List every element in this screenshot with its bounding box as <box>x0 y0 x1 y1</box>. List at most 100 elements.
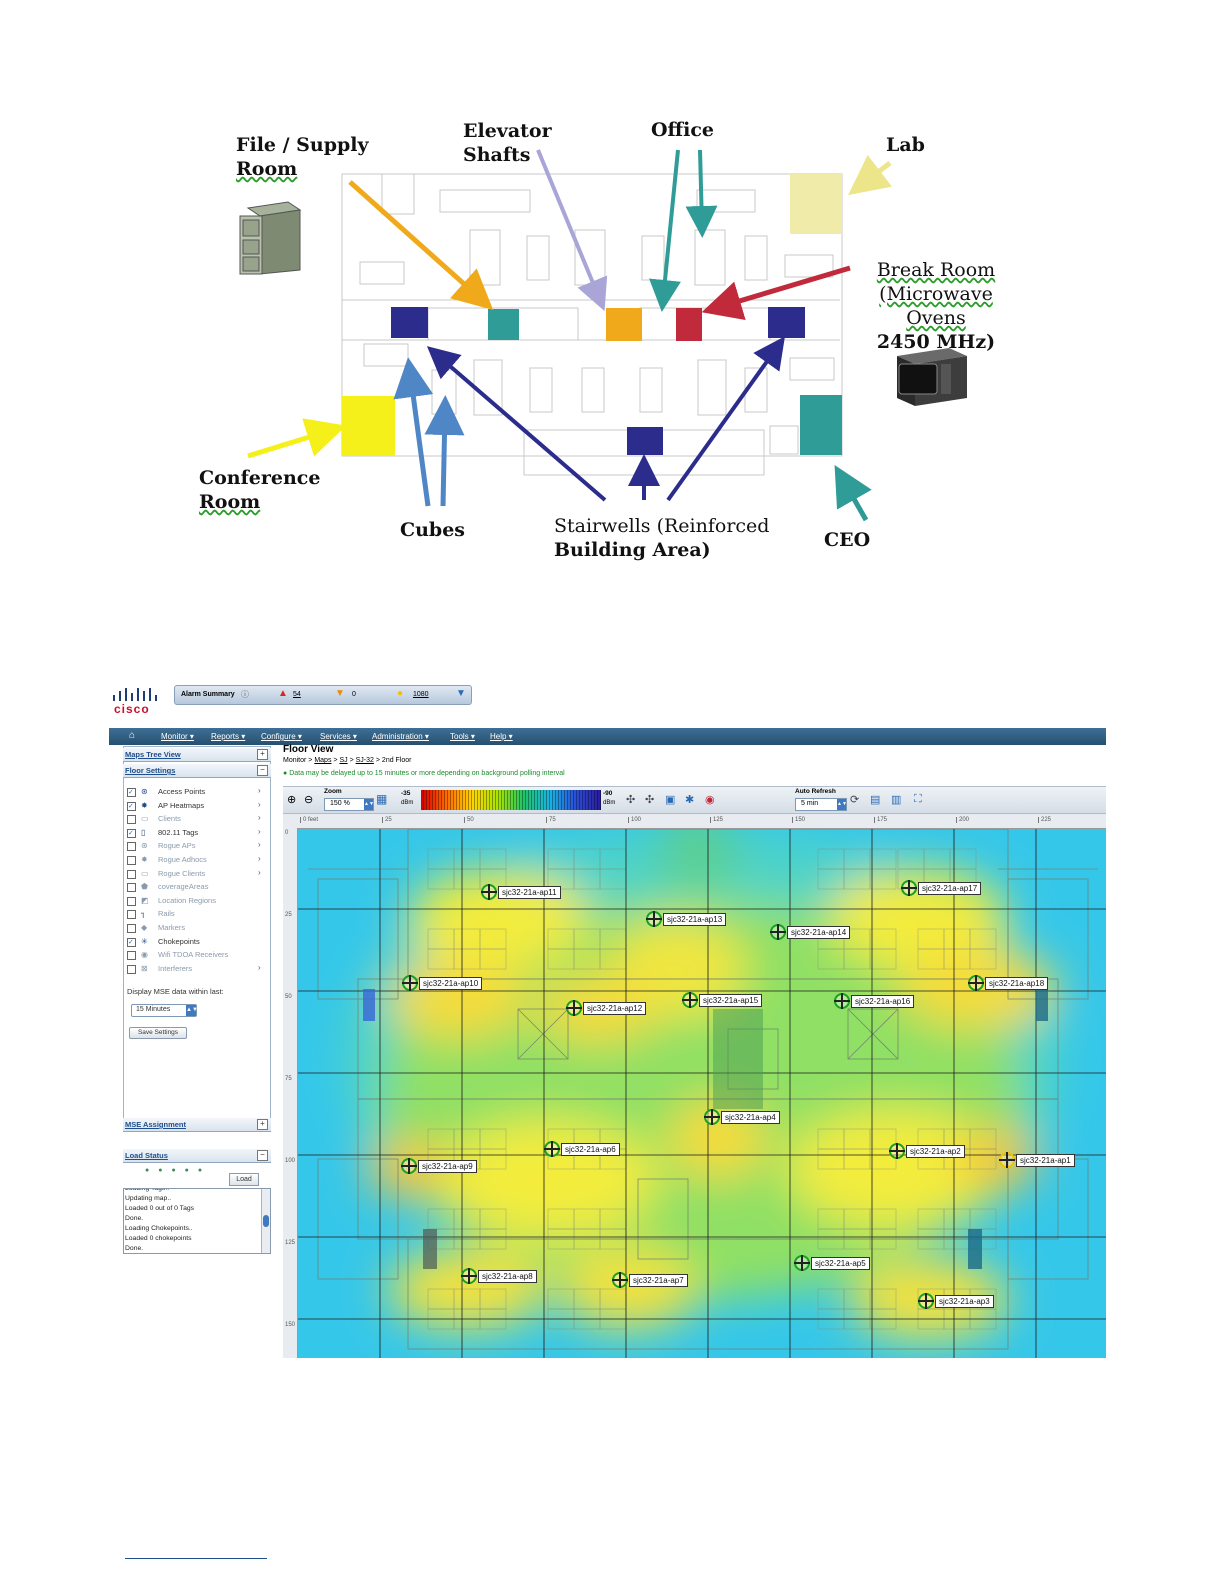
menu-configure[interactable]: Configure ▾ <box>261 732 302 741</box>
layer-checkbox[interactable] <box>127 856 136 865</box>
layer-checkbox[interactable] <box>127 815 136 825</box>
layer-checkbox[interactable] <box>127 910 136 920</box>
view-icon-2[interactable]: ▥ <box>891 794 902 806</box>
mse-assignment-header[interactable]: MSE Assignment+ <box>123 1118 271 1132</box>
heatmap-canvas[interactable]: sjc32-21a-ap11 sjc32-21a-ap17 sjc32-21a-ap… <box>298 829 1106 1358</box>
chevron-right-icon[interactable]: › <box>258 840 261 850</box>
access-point-label[interactable]: sjc32-21a-ap4 <box>721 1111 780 1124</box>
layer-checkbox[interactable] <box>127 896 136 906</box>
layer-checkbox[interactable] <box>127 842 136 852</box>
access-point-icon[interactable] <box>481 884 497 900</box>
layer-checkbox[interactable]: ✓ <box>127 828 136 838</box>
access-point-label[interactable]: sjc32-21a-ap18 <box>985 977 1049 990</box>
save-settings-button[interactable]: Save Settings <box>129 1027 187 1039</box>
access-point-label[interactable]: sjc32-21a-ap8 <box>478 1270 537 1283</box>
load-status-log[interactable]: Loading Tags..Updating map..Loaded 0 out… <box>123 1188 271 1254</box>
access-point-icon[interactable] <box>401 1158 417 1174</box>
access-point-label[interactable]: sjc32-21a-ap9 <box>418 1160 477 1173</box>
view-icon-1[interactable]: ▤ <box>870 794 881 806</box>
chevron-down-icon[interactable]: ▼ <box>456 688 466 699</box>
critical-alarm-count[interactable]: 54 <box>293 691 301 698</box>
access-point-icon[interactable] <box>682 992 698 1008</box>
access-point-label[interactable]: sjc32-21a-ap11 <box>498 886 561 899</box>
chevron-right-icon[interactable]: › <box>258 826 261 836</box>
access-point-icon[interactable] <box>834 993 850 1009</box>
access-point-label[interactable]: sjc32-21a-ap1 <box>1016 1154 1075 1167</box>
log-line: Loading Tags.. <box>125 1188 170 1192</box>
layer-checkbox[interactable] <box>127 883 136 893</box>
access-point-label[interactable]: sjc32-21a-ap15 <box>699 994 763 1007</box>
zoom-select[interactable]: 150 % ▲▼ <box>324 798 374 811</box>
access-point-label[interactable]: sjc32-21a-ap6 <box>561 1143 620 1156</box>
access-point-icon[interactable] <box>461 1268 477 1284</box>
breadcrumb-maps[interactable]: Maps <box>314 757 332 764</box>
access-point-label[interactable]: sjc32-21a-ap7 <box>629 1274 688 1287</box>
load-status-header[interactable]: Load Status− <box>123 1149 271 1163</box>
access-point-icon[interactable] <box>402 975 418 991</box>
access-point-label[interactable]: sjc32-21a-ap2 <box>906 1145 965 1158</box>
access-point-icon[interactable] <box>968 975 984 991</box>
log-scrollbar[interactable] <box>261 1189 270 1253</box>
alarm-summary-bar[interactable]: Alarm Summary ⓘ ▲ 54 ▼ 0 ● 1080 ▼ <box>174 685 472 705</box>
floor-settings-header[interactable]: Floor Settings− <box>123 764 271 778</box>
access-point-icon[interactable] <box>770 924 786 940</box>
layer-checkbox[interactable] <box>127 964 136 974</box>
menu-tools[interactable]: Tools ▾ <box>450 732 475 741</box>
refresh-icon[interactable]: ⟳ <box>850 794 860 806</box>
tool-locate-icon[interactable]: ✣ <box>626 794 636 806</box>
menu-help[interactable]: Help ▾ <box>490 732 513 741</box>
tool-planning-icon[interactable]: ✱ <box>685 794 695 806</box>
access-point-icon[interactable] <box>901 880 917 896</box>
tool-rf-icon[interactable]: ◉ <box>705 794 715 806</box>
layer-checkbox[interactable]: ✓ <box>127 937 136 947</box>
chevron-right-icon[interactable]: › <box>258 854 261 863</box>
auto-refresh-select[interactable]: 5 min ▲▼ <box>795 798 847 811</box>
layer-checkbox[interactable] <box>127 951 136 961</box>
breadcrumb-sj32[interactable]: SJ-32 <box>355 757 374 764</box>
access-point-label[interactable]: sjc32-21a-ap3 <box>935 1295 994 1308</box>
access-point-label[interactable]: sjc32-21a-ap16 <box>851 995 915 1008</box>
chevron-right-icon[interactable]: › <box>258 867 261 877</box>
breadcrumb-sj[interactable]: SJ <box>339 757 348 764</box>
access-point-icon[interactable] <box>918 1293 934 1309</box>
access-point-icon[interactable] <box>999 1152 1015 1168</box>
menu-services[interactable]: Services ▾ <box>320 732 357 741</box>
tool-track-icon[interactable]: ✣ <box>645 794 655 806</box>
tool-print-icon[interactable]: ▣ <box>665 794 676 806</box>
access-point-icon[interactable] <box>889 1143 905 1159</box>
chevron-right-icon[interactable]: › <box>258 786 261 795</box>
load-button[interactable]: Load <box>229 1173 259 1186</box>
menu-monitor[interactable]: Monitor ▾ <box>161 732 194 741</box>
access-point-icon[interactable] <box>612 1272 628 1288</box>
access-point-icon[interactable] <box>794 1255 810 1271</box>
mse-duration-select[interactable]: 15 Minutes ▲▼ <box>131 1004 198 1017</box>
chevron-right-icon[interactable]: › <box>258 962 261 972</box>
menu-reports[interactable]: Reports ▾ <box>211 732 246 741</box>
home-icon[interactable]: ⌂ <box>129 730 136 741</box>
major-alarm-count[interactable]: 0 <box>352 691 356 698</box>
maps-tree-view-header[interactable]: Maps Tree View+ <box>123 748 271 762</box>
access-point-icon[interactable] <box>704 1109 720 1125</box>
grid-icon[interactable]: ▦ <box>376 792 388 806</box>
fullscreen-icon[interactable]: ⛶ <box>914 793 922 805</box>
access-point-label[interactable]: sjc32-21a-ap12 <box>583 1002 647 1015</box>
access-point-icon[interactable] <box>646 911 662 927</box>
layer-checkbox[interactable]: ✓ <box>127 801 136 811</box>
access-point-label[interactable]: sjc32-21a-ap17 <box>918 882 982 895</box>
access-point-icon[interactable] <box>566 1000 582 1016</box>
layer-checkbox[interactable] <box>127 869 136 879</box>
layer-checkbox[interactable]: ✓ <box>127 788 136 797</box>
chevron-right-icon[interactable]: › <box>258 799 261 809</box>
access-point-label[interactable]: sjc32-21a-ap14 <box>787 926 851 939</box>
zoom-out-icon[interactable]: ⊖ <box>304 794 314 806</box>
layer-checkbox[interactable] <box>127 924 136 933</box>
minor-alarm-icon: ● <box>397 688 404 699</box>
access-point-label[interactable]: sjc32-21a-ap13 <box>663 913 727 926</box>
access-point-label[interactable]: sjc32-21a-ap5 <box>811 1257 870 1270</box>
chevron-right-icon[interactable]: › <box>258 813 261 823</box>
zoom-in-icon[interactable]: ⊕ <box>287 794 297 806</box>
menu-administration[interactable]: Administration ▾ <box>372 732 429 741</box>
minor-alarm-count[interactable]: 1080 <box>413 691 429 698</box>
access-point-icon[interactable] <box>544 1141 560 1157</box>
access-point-label[interactable]: sjc32-21a-ap10 <box>419 977 483 990</box>
